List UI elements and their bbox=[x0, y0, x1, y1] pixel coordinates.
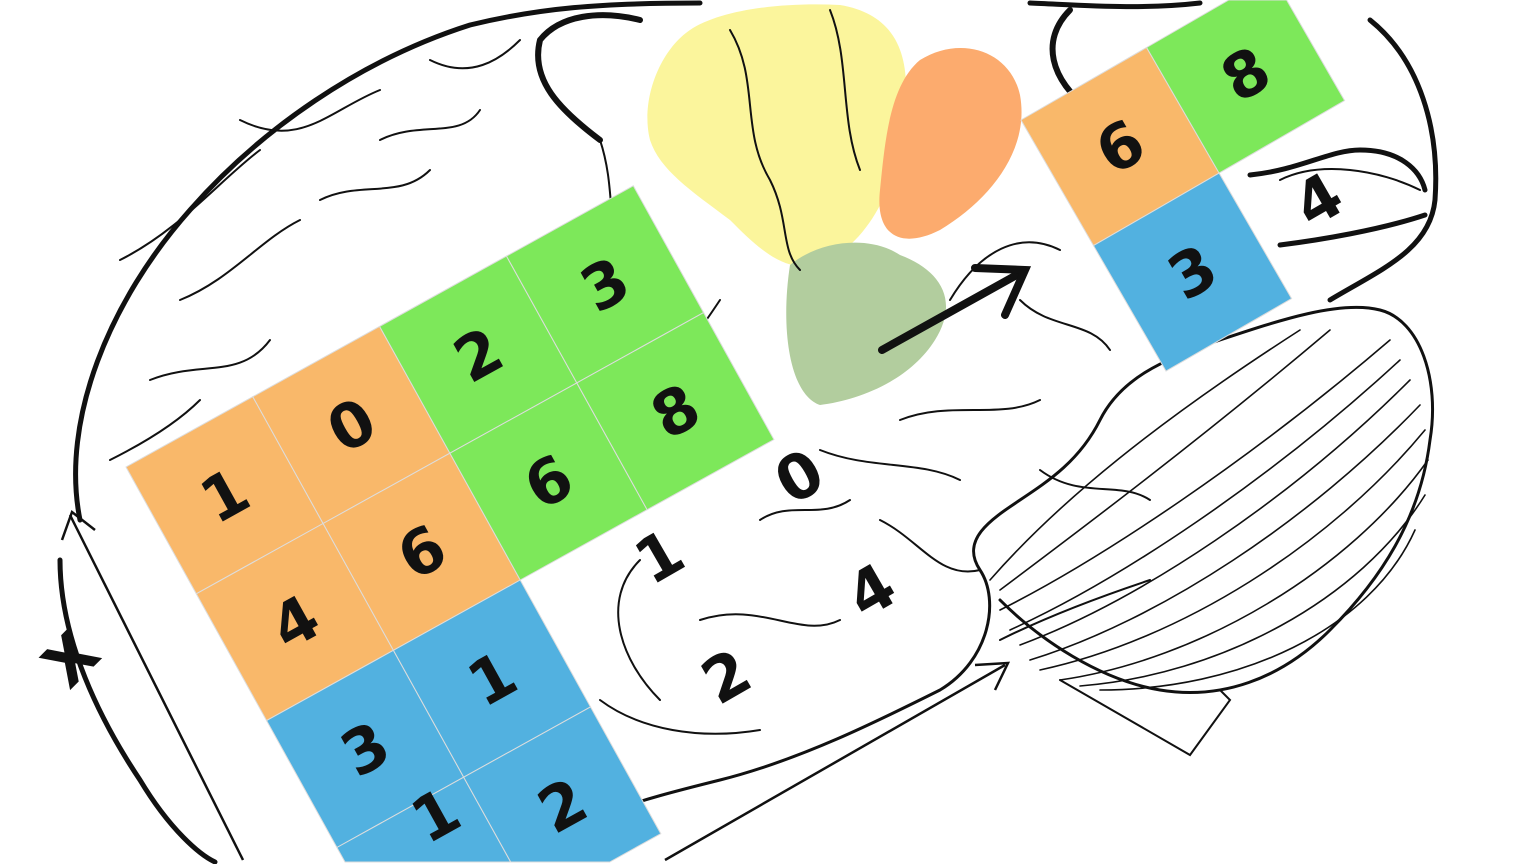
grid-tile-green bbox=[576, 311, 775, 511]
loose-digit: 0 bbox=[762, 434, 836, 519]
region-salmon bbox=[879, 47, 1022, 239]
region-yellow bbox=[647, 4, 907, 267]
grid-tile-green bbox=[1145, 0, 1346, 174]
brain-outline bbox=[57, 0, 1439, 864]
loose-digit: 2 bbox=[689, 634, 763, 719]
loose-digit: 1 bbox=[622, 514, 696, 599]
grid-tile-blue bbox=[1092, 172, 1293, 372]
arrow-thick bbox=[878, 264, 1032, 354]
region-sage bbox=[786, 242, 947, 405]
axis-label-x: X bbox=[28, 616, 113, 701]
grid-tile-blue bbox=[463, 706, 662, 863]
loose-digit: 4 bbox=[834, 548, 908, 633]
arrow-thin-axis bbox=[60, 509, 1011, 862]
